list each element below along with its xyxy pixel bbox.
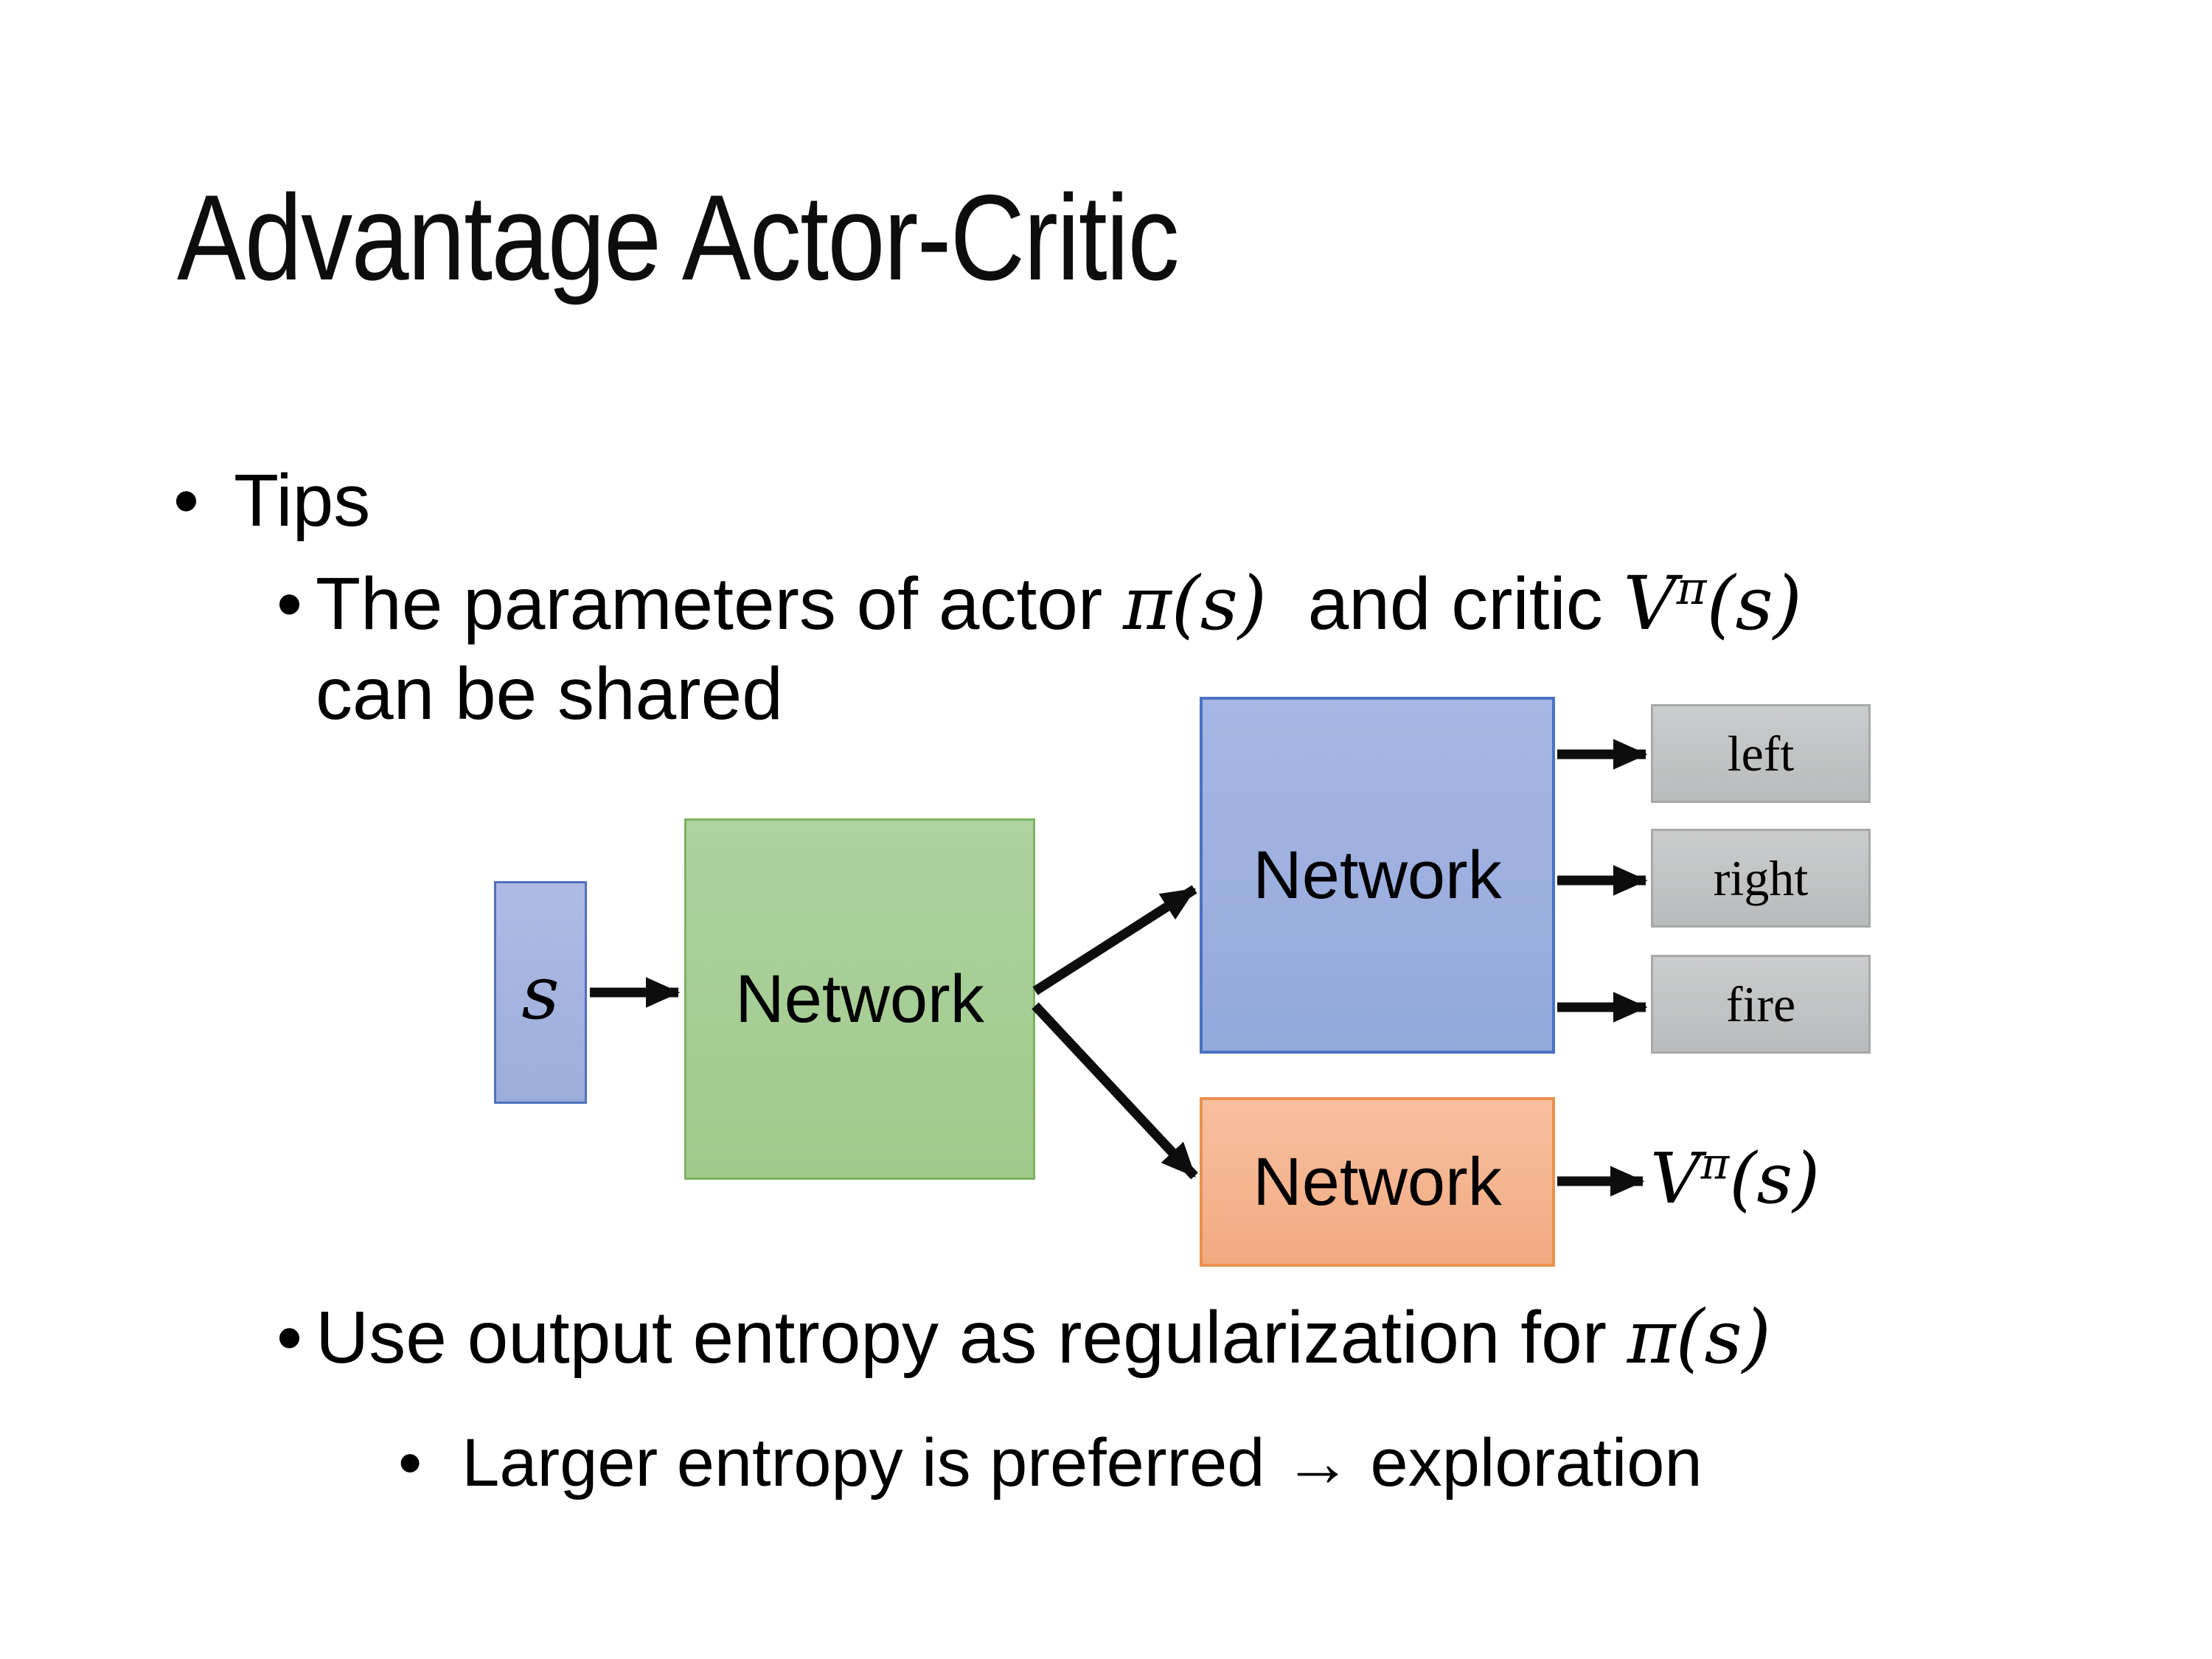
page-title: Advantage Actor-Critic	[177, 170, 1180, 305]
entropy-text: Use output entropy as regularization for…	[316, 1294, 1771, 1380]
value-output-base: V	[1650, 1138, 1701, 1220]
shared-network-box: Network	[684, 818, 1035, 1180]
action-label-fire: fire	[1725, 975, 1796, 1032]
bullet-line-exploration: • Larger entropy is preferred → explorat…	[398, 1422, 1703, 1504]
actor-policy-math: π(s)	[1122, 560, 1267, 647]
shared-parameters-text: The parameters of actor π(s) and critic …	[316, 559, 1802, 739]
value-output-math: Vπ(s)	[1650, 1135, 1820, 1223]
action-box-right: right	[1651, 829, 1871, 928]
bullet-line-entropy: • Use output entropy as regularization f…	[276, 1293, 1771, 1382]
state-label: s	[521, 949, 560, 1036]
shared-parameters-line2: can be shared	[316, 653, 783, 735]
value-output-sup: π	[1700, 1138, 1730, 1189]
bullet-line-tips: • Tips	[173, 456, 370, 546]
arrow-shared-to-actor	[1032, 885, 1197, 995]
bullet-glyph: •	[276, 563, 303, 645]
tips-text: Tips	[234, 459, 371, 542]
value-output-args: (s)	[1729, 1138, 1820, 1220]
bullet-glyph: •	[276, 1296, 303, 1379]
critic-value-math-base: V	[1623, 560, 1677, 647]
action-label-left: left	[1727, 725, 1795, 782]
exploration-text: Larger entropy is preferred → exploratio…	[462, 1425, 1703, 1500]
action-box-left: left	[1651, 704, 1871, 803]
bullet-glyph: •	[398, 1425, 422, 1500]
entropy-policy-math: π(s)	[1627, 1294, 1771, 1380]
critic-network-label: Network	[1253, 1144, 1502, 1220]
state-box: s	[494, 881, 587, 1104]
bullet-glyph: •	[173, 459, 200, 542]
critic-value-math-sup: π	[1676, 560, 1707, 615]
arrow-shared-to-critic	[1032, 1002, 1198, 1180]
bullet-line-shared-parameters: • The parameters of actor π(s) and criti…	[276, 559, 1802, 739]
shared-parameters-line1: The parameters of actor π(s) and critic …	[316, 560, 1802, 647]
action-box-fire: fire	[1651, 955, 1871, 1054]
actor-network-box: Network	[1200, 697, 1555, 1054]
critic-value-math-args: (s)	[1706, 560, 1802, 647]
action-label-right: right	[1713, 849, 1809, 906]
shared-network-label: Network	[735, 961, 984, 1037]
actor-network-label: Network	[1253, 837, 1502, 913]
critic-network-box: Network	[1200, 1097, 1555, 1267]
